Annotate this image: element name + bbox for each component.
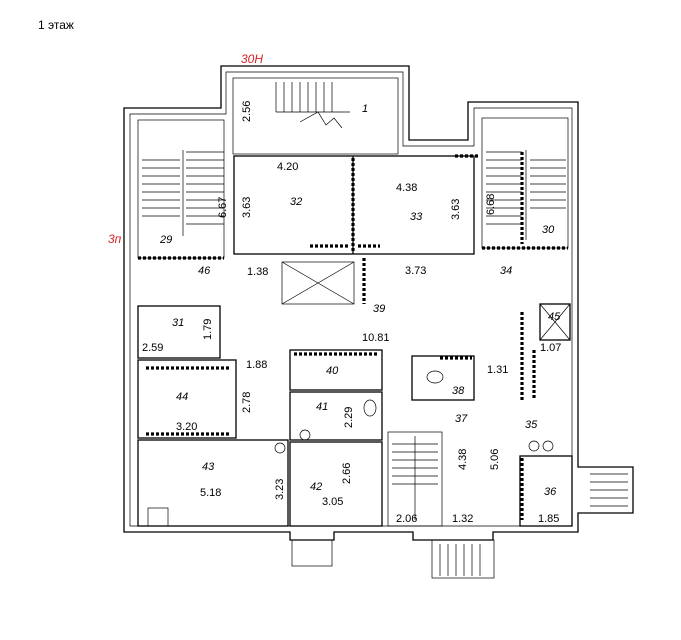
stair-1 [232,77,399,155]
room-label-37: 37 [455,413,468,425]
dim-label: 2.59 [142,342,163,354]
room-label-30: 30 [542,224,555,236]
sink-icon [542,440,554,452]
room-43 [137,439,289,527]
shaft-cross [539,303,571,341]
dim-label: 2.56 [241,101,253,122]
rooms-32-33 [233,155,475,255]
porch-right [590,473,628,507]
room-label-34: 34 [500,265,512,277]
stair-1-steps [275,82,350,129]
dim-label: 2.29 [343,407,355,428]
dim-label: 3.73 [405,265,426,277]
wall-hatch [482,152,568,250]
dim-label: 2.66 [341,463,353,484]
wall-hatch [146,366,230,436]
dim-label: 5.06 [489,449,501,470]
drain-icon [274,442,286,454]
room-label-29: 29 [159,234,172,246]
room-41 [289,391,383,441]
toilet-icon [426,370,444,384]
stair-lower-steps [392,436,438,520]
room-label-43: 43 [202,461,215,473]
room-label-45: 45 [548,311,561,323]
porch-bottom-left [291,539,333,567]
room-44 [137,359,237,439]
room-40 [289,349,383,391]
entrance-marker-left: 3п [108,232,122,246]
dim-label: 6.67 [217,197,229,218]
room-label-41: 41 [316,401,328,413]
stair-lower [387,431,443,527]
stair-29 [137,119,225,259]
page-title: 1 этаж [38,18,74,32]
dim-label: 1.85 [538,513,559,525]
room-label-42: 42 [310,481,322,493]
dim-label: 3.23 [274,479,286,500]
dim-label: 6.68 [485,194,497,215]
room-label-31: 31 [172,317,184,329]
room-38 [411,355,475,401]
elevator-cross [281,261,355,305]
dim-label: 1.88 [246,359,267,371]
porch-bottom-right [431,539,495,579]
entrance-marker-top: 30Н [241,52,263,66]
dim-label: 1.07 [540,342,561,354]
dim-label: 3.20 [176,421,197,433]
stair-30 [481,117,569,249]
dim-label: 4.38 [396,182,417,194]
sink-icon [528,440,540,452]
room-label-46: 46 [198,265,211,277]
dim-label: 1.31 [487,364,508,376]
inner-wall-line [129,71,573,527]
dim-label: 1.32 [452,513,473,525]
room-label-35: 35 [525,419,538,431]
room-36 [519,455,573,527]
dim-label: 3.63 [241,197,253,218]
dim-label: 2.06 [396,513,417,525]
room-31 [137,305,221,359]
drain-icon [299,429,311,441]
dim-label: 3.63 [450,199,462,220]
stair-29-steps [142,150,224,236]
room-45 [539,303,571,341]
stair-30-steps [486,150,566,240]
dim-label: 1.79 [202,319,214,340]
room-43-fixture [147,507,169,527]
room-label-33: 33 [410,211,423,223]
dim-label: 2.78 [241,392,253,413]
room-42 [289,441,383,527]
room-label-38: 38 [452,385,465,397]
wall-hatch [520,312,536,400]
room-label-32: 32 [290,196,302,208]
dim-label: 5.18 [200,487,221,499]
elevator-shaft [281,261,355,305]
dim-label: 4.38 [457,449,469,470]
dim-label: 4.20 [277,161,298,173]
dim-label: 1.38 [247,266,268,278]
dim-label: 3.05 [322,496,343,508]
room-label-1: 1 [362,103,368,115]
dim-label: 10.81 [362,332,390,344]
wall-hatch [310,154,478,252]
porch-bottom-right-steps [439,544,481,576]
room-label-36: 36 [544,486,557,498]
room-label-44: 44 [176,391,188,403]
room-label-39: 39 [373,303,385,315]
toilet-icon [363,399,377,417]
room-label-40: 40 [326,365,339,377]
